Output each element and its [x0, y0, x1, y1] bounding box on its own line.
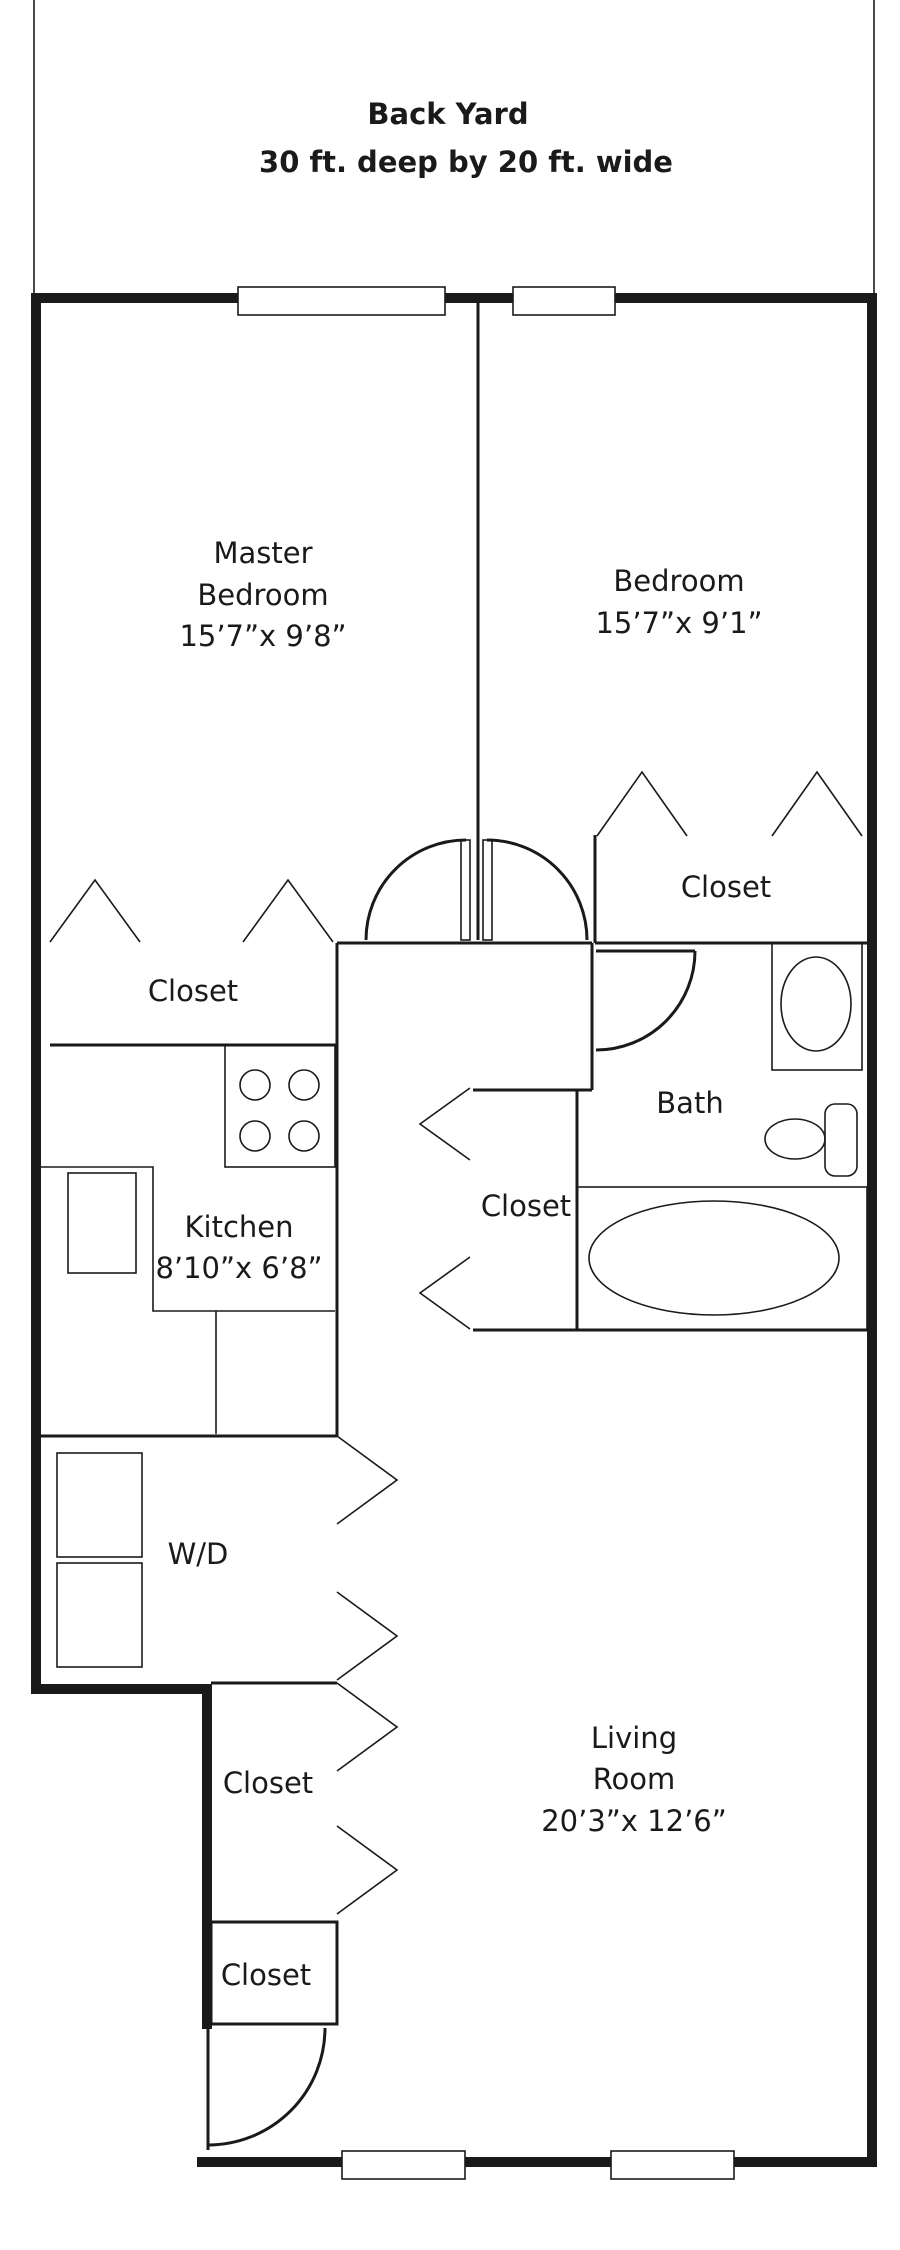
kitchen-counter [41, 1166, 335, 1312]
living-closet-label: Closet [223, 1766, 313, 1800]
sink-icon [780, 956, 852, 1052]
refrigerator [67, 1172, 137, 1274]
window-living-right [610, 2150, 735, 2180]
window-living-left [341, 2150, 466, 2180]
vanity [771, 942, 863, 1071]
kitchen-fixtures [41, 1044, 336, 1434]
burner-icon [239, 1069, 271, 1101]
windows [237, 286, 735, 2180]
stove [224, 1044, 336, 1168]
master-bedroom-label-2: Bedroom [197, 578, 328, 612]
living-room-label: Living [591, 1721, 677, 1755]
master-closet-label: Closet [148, 974, 238, 1008]
back-yard-size: 30 ft. deep by 20 ft. wide [259, 145, 673, 179]
washer [56, 1452, 143, 1558]
interior-walls [41, 302, 867, 2026]
toilet-bowl-icon [764, 1118, 826, 1160]
window-bedroom [512, 286, 616, 316]
doors [206, 838, 697, 2150]
master-bedroom-label: Master [213, 536, 312, 570]
bathtub [576, 1186, 868, 1331]
exterior-walls [31, 293, 877, 2167]
window-master-bedroom [237, 286, 446, 316]
entry-closet-label: Closet [221, 1958, 311, 1992]
room-labels: Master Bedroom 15’7”x 9’8” Bedroom 15’7”… [148, 536, 771, 1992]
burner-icon [288, 1069, 320, 1101]
bedroom-closet-label: Closet [681, 870, 771, 904]
burner-icon [288, 1120, 320, 1152]
closet-bifold-doors [49, 770, 863, 1915]
toilet-tank-icon [824, 1103, 858, 1177]
dryer [56, 1562, 143, 1668]
bedroom-dims: 15’7”x 9’1” [595, 606, 762, 640]
kitchen-label: Kitchen [185, 1210, 294, 1244]
hall-closet-label: Closet [481, 1189, 571, 1223]
back-yard-title: Back Yard [367, 97, 528, 131]
burner-icon [239, 1120, 271, 1152]
laundry-label: W/D [168, 1537, 229, 1571]
tub-basin-icon [588, 1200, 840, 1316]
living-room-dims: 20’3”x 12’6” [541, 1804, 727, 1838]
kitchen-dims: 8’10”x 6’8” [155, 1251, 322, 1285]
living-room-label-2: Room [593, 1762, 676, 1796]
master-bedroom-dims: 15’7”x 9’8” [179, 619, 346, 653]
bath-fixtures [576, 942, 868, 1331]
bath-label: Bath [656, 1086, 723, 1120]
back-yard-area [33, 0, 875, 297]
washer-dryer [56, 1452, 143, 1668]
bedroom-label: Bedroom [613, 564, 744, 598]
